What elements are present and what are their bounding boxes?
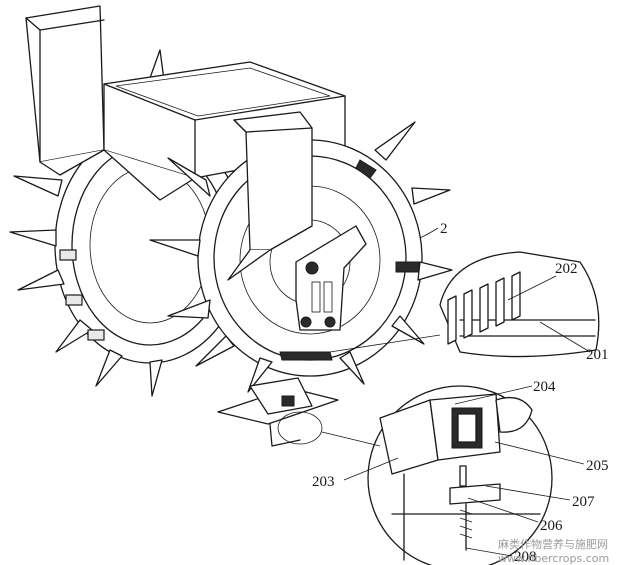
- left-hopper: [25, 5, 105, 176]
- label-208: 208: [514, 549, 537, 565]
- label-2: 2: [440, 221, 448, 237]
- label-204: 204: [533, 379, 556, 395]
- metering-thumb: [217, 377, 339, 447]
- label-203: 203: [312, 474, 335, 490]
- label-201: 201: [586, 347, 609, 363]
- metering-detail: [321, 385, 553, 565]
- label-202: 202: [555, 261, 578, 277]
- front-hopper: [227, 111, 313, 281]
- comb-detail: [329, 251, 600, 358]
- watermark-line2: www.fibercrops.com: [498, 552, 609, 565]
- label-206: 206: [540, 518, 563, 534]
- leader-lines: [343, 227, 591, 557]
- label-207: 207: [572, 494, 595, 510]
- rear-wheel: [9, 49, 246, 397]
- label-205: 205: [586, 458, 609, 474]
- watermark-line1: 麻类作物营养与施肥网: [498, 537, 608, 551]
